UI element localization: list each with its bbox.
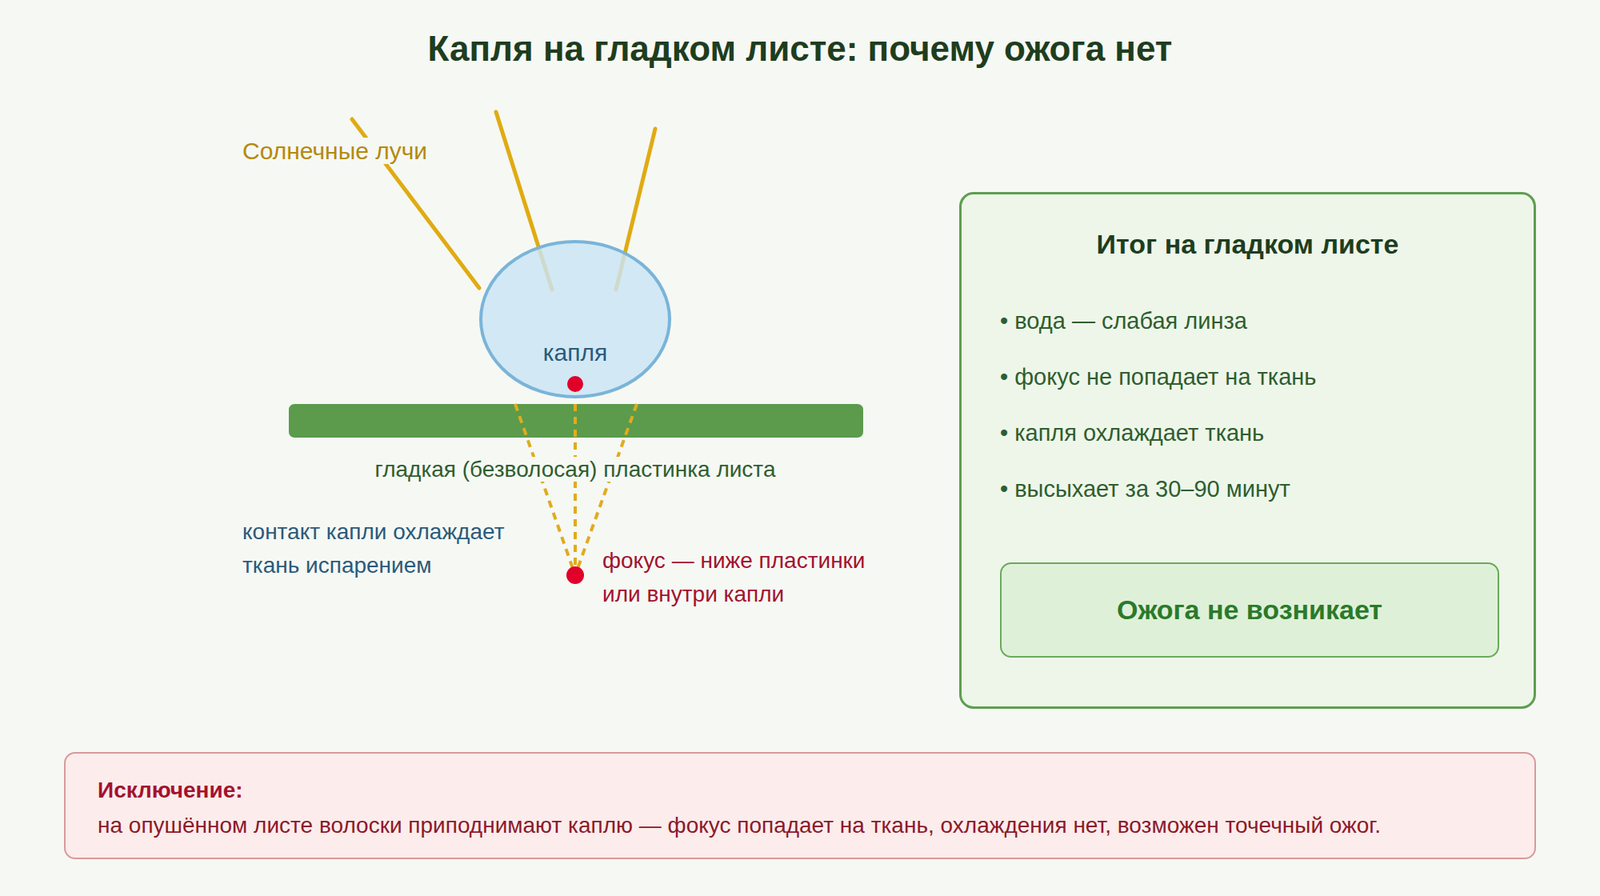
label-holder: контакт капли охлаждает ткань испарением	[240, 515, 548, 583]
drop-shape	[480, 241, 670, 397]
focus-point	[567, 376, 584, 392]
diagram-title: Капля на гладком листе: почему ожога нет	[0, 27, 1600, 71]
summary-panel: Итог на гладком листе • вода — слабая лин…	[959, 192, 1536, 709]
node-heading: Исключение:	[97, 772, 1503, 808]
focus-point	[566, 566, 584, 584]
focus-ray	[515, 404, 576, 576]
drop-outline	[479, 240, 672, 399]
label-holder: фокус — ниже пластинки или внутри капли	[600, 544, 896, 612]
verdict-box: Ожога не возникает	[1000, 562, 1500, 658]
water-drop: капля	[479, 240, 672, 399]
node-heading: Ожога не возникает	[1116, 593, 1383, 627]
callout-label: гладкая (безволосая) пластинка листа	[372, 456, 779, 482]
node-text: • фокус не попадает на ткань	[1000, 348, 1496, 405]
callout-label: контакт капли охлаждает ткань испарением	[240, 519, 507, 578]
node-heading: капля	[479, 337, 672, 368]
exception-box: Исключение:на опушённом листе волоски пр…	[64, 752, 1536, 860]
focus-ray	[573, 404, 577, 576]
node-text: • высыхает за 30–90 минут	[1000, 460, 1496, 517]
node-text: • вода — слабая линза	[1000, 292, 1496, 349]
rays-label: Солнечные лучи	[240, 137, 430, 164]
callout-label: фокус — ниже пластинки или внутри капли	[600, 548, 868, 607]
label-holder: Солнечные лучи	[240, 132, 496, 169]
node-heading: Итог на гладком листе	[1000, 228, 1496, 261]
node-text: • капля охлаждает ткань	[1000, 404, 1496, 461]
node-text: на опушённом листе волоски приподнимают …	[97, 808, 1381, 844]
label-holder: гладкая (безволосая) пластинка листа	[327, 452, 824, 487]
